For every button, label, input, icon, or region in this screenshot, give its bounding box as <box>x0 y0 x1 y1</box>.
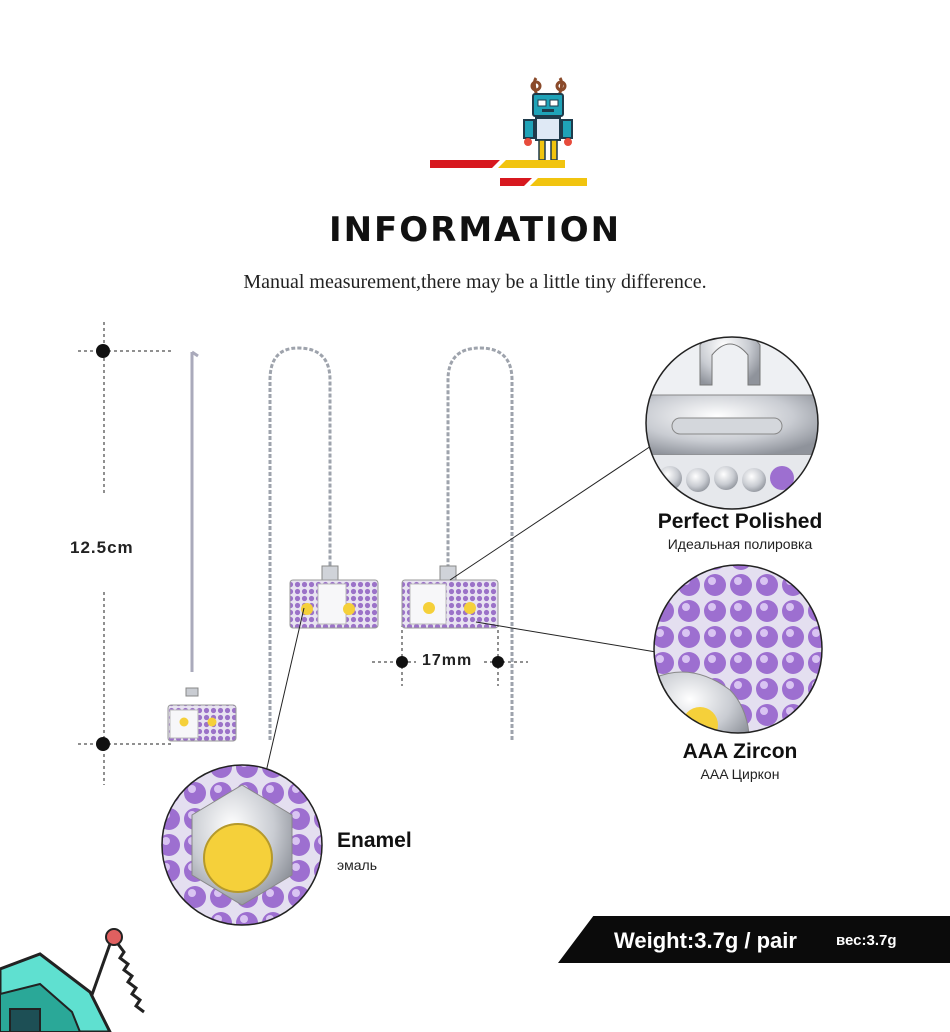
robot-mascot-icon <box>430 77 587 186</box>
page-heading: INFORMATION <box>328 210 622 250</box>
zircon-title: AAA Zircon <box>682 740 798 763</box>
zoom-polished <box>645 336 819 510</box>
page-subtitle: Manual measurement,there may be a little… <box>243 271 707 293</box>
zoom-enamel <box>161 764 323 926</box>
width-dimension <box>372 612 528 686</box>
earring-front-left <box>268 346 379 740</box>
weight-label: Weight:3.7g / pair <box>614 928 797 953</box>
width-label: 17mm <box>422 652 473 669</box>
earring-side-view <box>167 350 237 742</box>
length-label: 12.5cm <box>70 538 134 557</box>
polished-title: Perfect Polished <box>657 510 823 533</box>
enamel-title: Enamel <box>337 829 412 852</box>
weight-ru-label: вес:3.7g <box>836 932 897 949</box>
earring-front-right <box>401 346 514 740</box>
zircon-subtitle: AAA Циркон <box>700 766 780 782</box>
robot-corner-icon <box>0 928 145 1032</box>
polished-subtitle: Идеальная полировка <box>667 536 813 552</box>
weight-banner <box>558 916 950 963</box>
enamel-subtitle: эмаль <box>337 857 378 873</box>
length-dimension <box>78 322 172 785</box>
zoom-zircon <box>653 564 823 734</box>
